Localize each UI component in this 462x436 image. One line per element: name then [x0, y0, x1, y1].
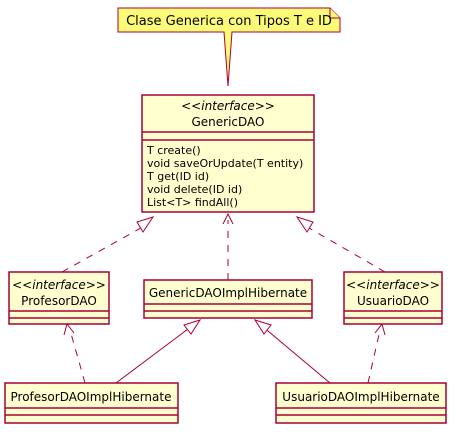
method-item: void delete(ID id)	[147, 183, 242, 196]
class-stereotype: <<interface>>	[181, 99, 275, 113]
class-profesor-dao-impl-hibernate: ProfesorDAOImplHibernate	[4, 382, 179, 424]
class-name: GenericDAO	[191, 115, 264, 129]
class-profesor-dao: <<interface>> ProfesorDAO	[8, 271, 110, 325]
class-stereotype: <<interface>>	[12, 278, 106, 292]
realization-profesor-dao-to-generic-dao	[61, 223, 149, 273]
generalization-arrowhead	[253, 319, 272, 335]
class-generic-dao-impl-hibernate: GenericDAOImplHibernate	[143, 279, 313, 319]
class-name: UsuarioDAO	[357, 294, 429, 308]
realization-usuario-dao-to-generic-dao	[301, 223, 386, 273]
method-item: T create()	[146, 144, 201, 157]
class-usuario-dao: <<interface>> UsuarioDAO	[343, 271, 443, 325]
method-item: void saveOrUpdate(T entity)	[147, 157, 303, 170]
realization-arrowhead	[295, 216, 314, 233]
note-text: Clase Generica con Tipos T e ID	[126, 14, 332, 29]
generalization-profesor-impl-to-generic-impl	[115, 325, 193, 384]
realization-arrowhead	[136, 216, 155, 233]
method-item: List<T> findAll()	[147, 196, 238, 209]
class-stereotype: <<interface>>	[346, 278, 440, 292]
dependency-arrowhead	[374, 322, 386, 336]
generalization-usuario-impl-to-generic-impl	[261, 325, 331, 384]
dependency-arrowhead	[63, 322, 75, 336]
note: Clase Generica con Tipos T e ID	[117, 7, 341, 87]
class-usuario-dao-impl-hibernate: UsuarioDAOImplHibernate	[275, 382, 447, 424]
class-name: ProfesorDAO	[21, 294, 97, 308]
class-name: ProfesorDAOImplHibernate	[11, 390, 172, 404]
dependency-arrowhead	[222, 212, 234, 225]
method-item: T get(ID id)	[146, 170, 209, 183]
class-name: GenericDAOImplHibernate	[149, 286, 307, 300]
dependency-profesor-impl-to-profesor-dao	[69, 329, 86, 384]
class-name: UsuarioDAOImplHibernate	[282, 390, 439, 404]
generalization-arrowhead	[183, 319, 202, 335]
dependency-usuario-impl-to-usuario-dao	[367, 329, 381, 384]
class-generic-dao: <<interface>> GenericDAO T create() void…	[141, 94, 315, 213]
